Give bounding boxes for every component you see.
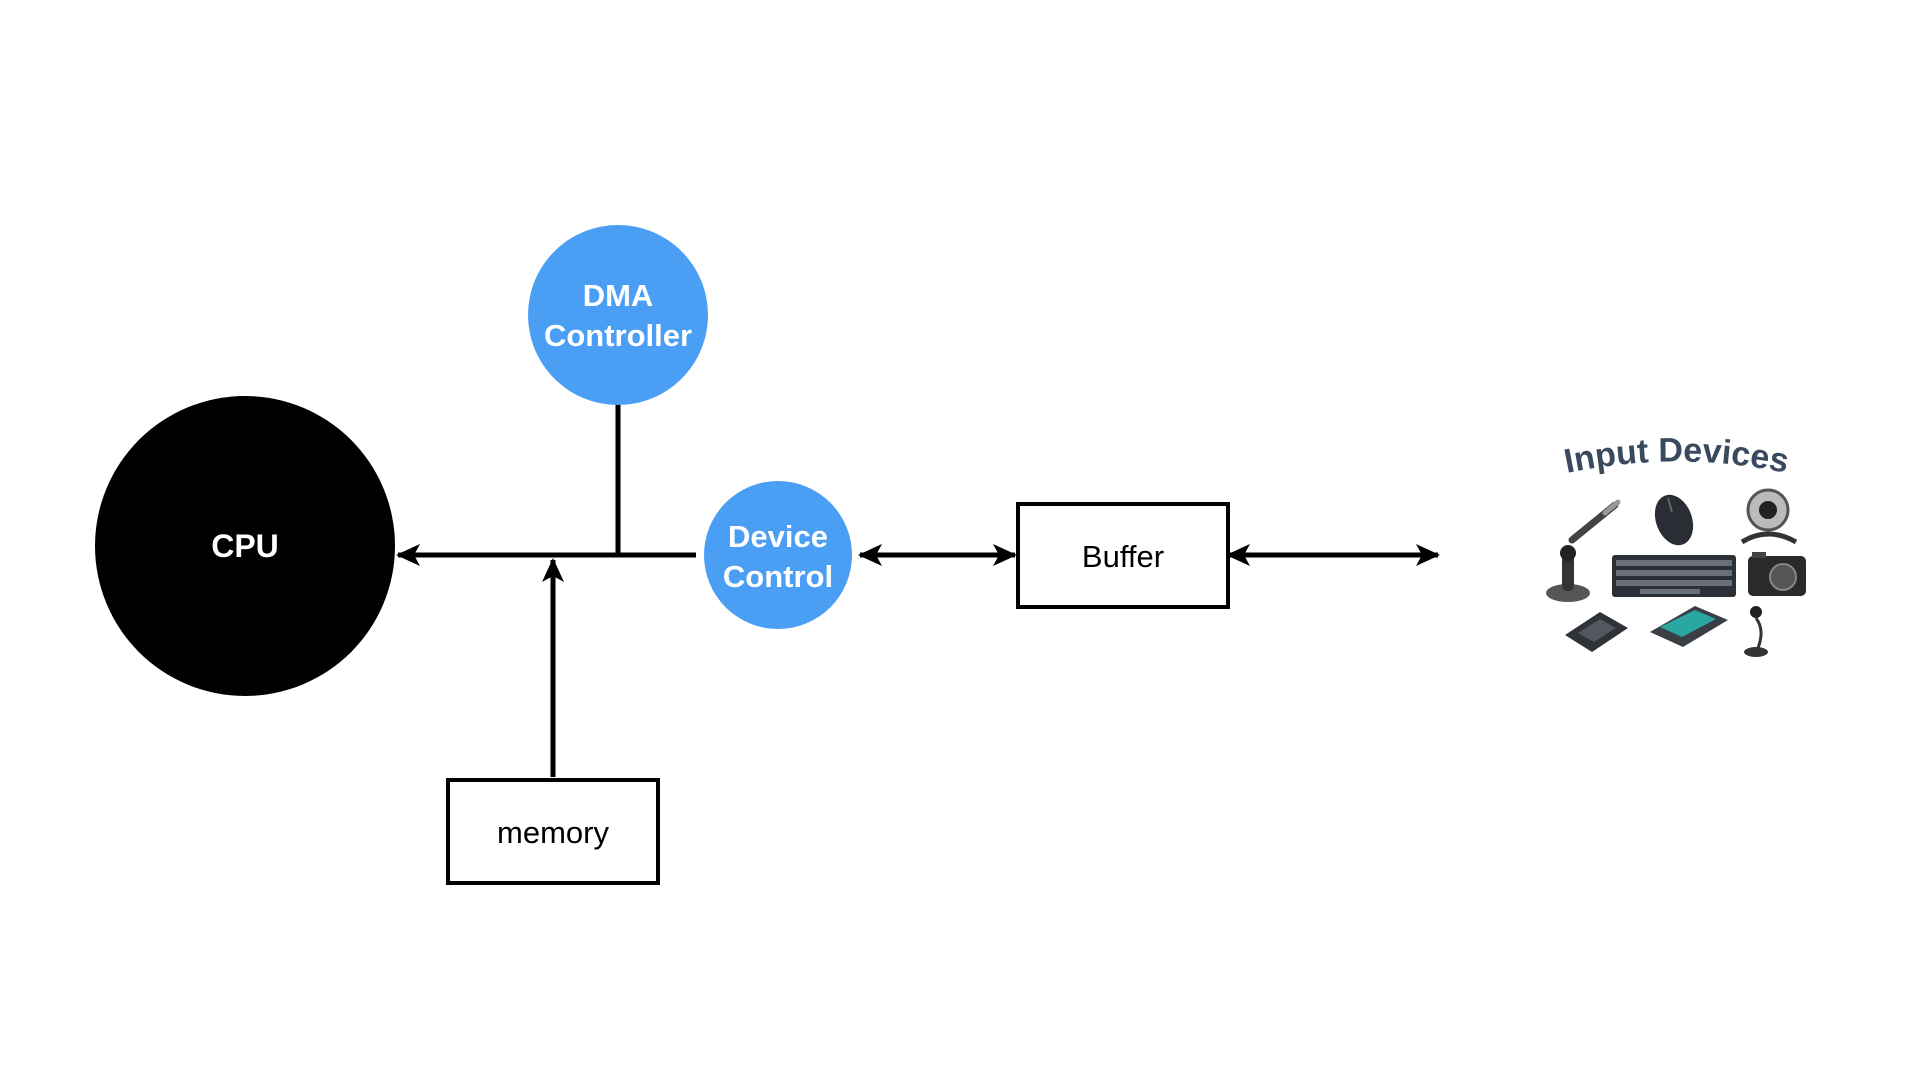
- webcam-icon: [1740, 488, 1798, 545]
- memory-node: memory: [446, 778, 660, 885]
- device-control-label-line1: Device: [728, 519, 828, 554]
- keyboard-icon: [1612, 555, 1736, 597]
- camera-icon: [1748, 552, 1806, 596]
- input-devices-title: Input Devices: [1561, 431, 1792, 480]
- memory-label: memory: [497, 815, 609, 850]
- cpu-label: CPU: [211, 528, 279, 564]
- cpu-node: CPU: [95, 396, 395, 696]
- pen-icon: [1568, 499, 1621, 544]
- input-devices-graphic: Input Devices: [1546, 431, 1806, 657]
- device-control-node: Device Control: [704, 481, 852, 629]
- device-control-label-line2: Control: [723, 559, 833, 594]
- microphone-icon: [1744, 606, 1768, 657]
- buffer-node: Buffer: [1016, 502, 1230, 609]
- buffer-label: Buffer: [1082, 539, 1164, 574]
- dma-label-line2: Controller: [544, 318, 692, 353]
- mouse-icon: [1654, 494, 1694, 546]
- graphics-tablet-icon: [1565, 612, 1628, 652]
- scanner-icon: [1650, 606, 1728, 647]
- dma-controller-node: DMA Controller: [528, 225, 708, 405]
- joystick-icon: [1546, 545, 1590, 602]
- dma-label-line1: DMA: [583, 278, 654, 313]
